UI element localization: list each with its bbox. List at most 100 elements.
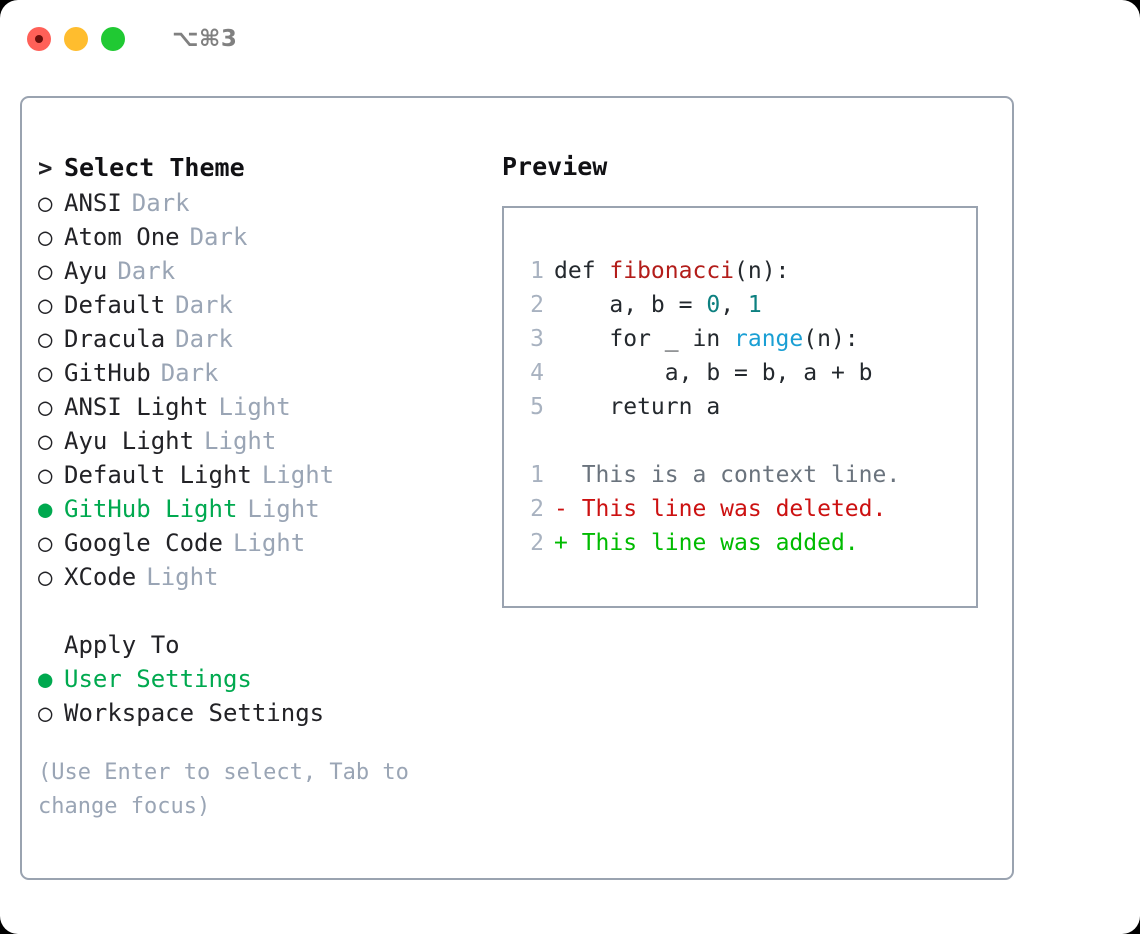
- radio-unselected-icon[interactable]: ○: [38, 291, 53, 319]
- theme-option-label: Default: [64, 291, 166, 319]
- radio-unselected-icon[interactable]: ○: [38, 189, 53, 217]
- radio-unselected-icon[interactable]: ○: [38, 427, 53, 455]
- code-token-number: 1: [747, 292, 762, 318]
- theme-option-label: ANSI Light: [64, 393, 209, 421]
- theme-option-label: Atom One: [64, 223, 180, 251]
- list-spacer: [38, 594, 498, 628]
- code-token-plain: a, b =: [554, 292, 707, 318]
- theme-option-default-light[interactable]: ○ Default Light Light: [38, 458, 498, 492]
- diff-line-number: 2: [530, 530, 544, 556]
- radio-unselected-icon[interactable]: ○: [38, 359, 53, 387]
- code-token-plain: return a: [554, 394, 721, 420]
- theme-option-ansi-light[interactable]: ○ ANSI Light Light: [38, 390, 498, 424]
- code-token-plain: a, b = b, a + b: [554, 360, 873, 386]
- theme-option-label: Dracula: [64, 325, 166, 353]
- radio-unselected-icon[interactable]: ○: [38, 393, 53, 421]
- theme-option-github-light[interactable]: ● GitHub Light Light: [38, 492, 498, 526]
- apply-to-option-label: User Settings: [64, 665, 252, 693]
- select-theme-header: > Select Theme: [38, 150, 498, 186]
- preview-title: Preview: [502, 152, 608, 181]
- title-bar: ⌥⌘3: [0, 0, 1140, 78]
- code-line-number: 2: [530, 292, 544, 318]
- theme-option-category: Dark: [175, 325, 233, 353]
- diff-line-text: This line was deleted.: [567, 496, 887, 522]
- diff-line-text: This line was added.: [567, 530, 859, 556]
- theme-option-label: Ayu Light: [64, 427, 195, 455]
- diff-line-added: 2 + This line was added.: [518, 526, 968, 560]
- diff-line-deleted: 2- This line was deleted.: [518, 492, 968, 526]
- radio-unselected-icon[interactable]: ○: [38, 223, 53, 251]
- code-token-plain: (n):: [734, 258, 790, 284]
- code-line: 2 a, b = 0, 1: [518, 288, 968, 322]
- apply-to-option-label: Workspace Settings: [64, 699, 325, 727]
- code-line-number: 5: [530, 394, 544, 420]
- theme-option-category: Light: [232, 529, 306, 557]
- radio-unselected-icon[interactable]: ○: [38, 563, 53, 591]
- diff-sign: [554, 458, 568, 492]
- theme-option-category: Light: [146, 563, 219, 591]
- theme-option-default[interactable]: ○ Default Dark: [38, 288, 498, 322]
- apply-to-list: ● User Settings ○ Workspace Settings: [38, 662, 498, 730]
- theme-option-dracula[interactable]: ○ Dracula Dark: [38, 322, 498, 356]
- diff-line-number: 1: [530, 462, 544, 488]
- diff-sign: -: [554, 496, 568, 522]
- diff-line-text: This is a context line.: [567, 462, 901, 488]
- theme-option-xcode[interactable]: ○ XCode Light: [38, 560, 498, 594]
- select-theme-title: Select Theme: [64, 153, 245, 182]
- code-line: 4 a, b = b, a + b: [518, 356, 968, 390]
- radio-selected-icon[interactable]: ●: [38, 495, 53, 523]
- apply-to-header: Apply To: [64, 631, 180, 659]
- theme-option-label: Ayu: [64, 257, 108, 285]
- radio-unselected-icon[interactable]: ○: [38, 257, 53, 285]
- minimize-button-icon[interactable]: [64, 27, 88, 51]
- code-line-number: 3: [530, 326, 544, 352]
- theme-option-ayu[interactable]: ○ Ayu Dark: [38, 254, 498, 288]
- radio-unselected-icon[interactable]: ○: [38, 529, 53, 557]
- theme-option-category: Dark: [117, 257, 176, 285]
- theme-option-label: GitHub Light: [64, 495, 238, 523]
- radio-unselected-icon[interactable]: ○: [38, 461, 53, 489]
- code-line-number: 1: [530, 258, 544, 284]
- traffic-light-buttons: [27, 27, 125, 51]
- theme-option-category: Dark: [175, 291, 233, 319]
- code-token-plain: ,: [720, 292, 748, 318]
- apply-to-option-user-settings[interactable]: ● User Settings: [38, 662, 498, 696]
- close-button-icon[interactable]: [27, 27, 51, 51]
- theme-option-label: ANSI: [64, 189, 122, 217]
- theme-option-label: GitHub: [64, 359, 151, 387]
- radio-selected-icon[interactable]: ●: [38, 665, 53, 693]
- keyboard-shortcut-label: ⌥⌘3: [172, 26, 238, 52]
- diff-line-number: 2: [530, 496, 544, 522]
- theme-option-google-code[interactable]: ○ Google Code Light: [38, 526, 498, 560]
- diff-sign: +: [554, 530, 568, 556]
- radio-unselected-icon[interactable]: ○: [38, 699, 53, 727]
- theme-option-category: Light: [247, 495, 320, 523]
- code-line: 5 return a: [518, 390, 968, 424]
- theme-option-label: XCode: [64, 563, 137, 591]
- theme-option-label: Google Code: [64, 529, 223, 557]
- apply-to-option-workspace-settings[interactable]: ○ Workspace Settings: [38, 696, 498, 730]
- theme-option-label: Default Light: [64, 461, 252, 489]
- prompt-caret-icon: >: [38, 154, 53, 182]
- code-token-builtin: range: [734, 326, 804, 352]
- code-line: 1 def fibonacci(n):: [518, 254, 968, 288]
- radio-unselected-icon[interactable]: ○: [38, 325, 53, 353]
- code-diff-separator: [518, 424, 968, 458]
- theme-option-category: Light: [261, 461, 335, 489]
- maximize-button-icon[interactable]: [101, 27, 125, 51]
- diff-line-context: 1 This is a context line.: [518, 458, 968, 492]
- code-token-function: fibonacci: [609, 258, 735, 284]
- code-line: 3 for _ in range(n):: [518, 322, 968, 356]
- theme-option-category: Light: [218, 393, 291, 421]
- code-token-plain: (n):: [803, 326, 859, 352]
- code-token-plain: def: [554, 258, 610, 284]
